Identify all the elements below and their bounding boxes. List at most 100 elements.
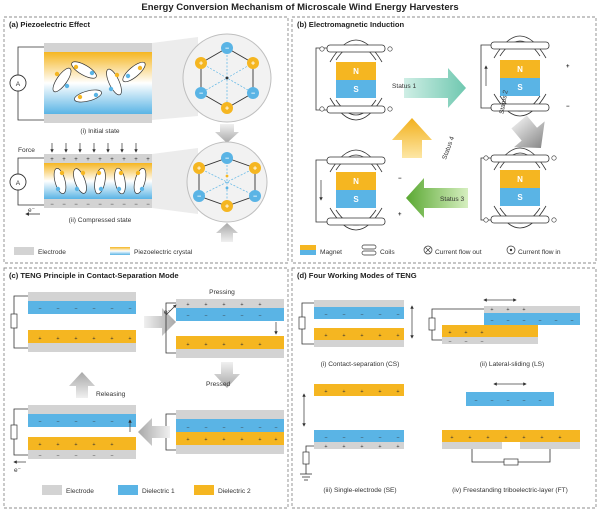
svg-text:+: + [342,444,345,450]
compressed-state-caption: (ii) Compressed state [69,217,132,224]
svg-text:−: − [128,306,131,312]
legend-electrode-c: Electrode [66,488,94,495]
initial-state-device: A (i) Initial state [9,43,152,135]
svg-text:+: + [204,342,207,348]
svg-text:+: + [540,435,543,441]
panel-d-four-modes: (d) Four Working Modes of TENG −−−−− +++… [291,267,597,509]
svg-text:−: − [396,312,399,318]
releasing-label: Releasing [96,391,126,398]
svg-text:−: − [204,425,207,431]
svg-text:−: − [522,318,525,324]
crystal-lattice-compressed: − + − + − + [152,141,268,242]
svg-text:+: + [134,157,138,163]
svg-text:+: + [197,166,201,173]
svg-text:−: − [204,313,207,319]
panel-a-border [3,16,289,264]
svg-text:+: + [396,444,399,450]
legend-dielectric-1: Dielectric 1 [142,488,175,495]
svg-text:−: − [566,104,570,110]
svg-text:−: − [258,313,261,319]
svg-text:+: + [222,342,225,348]
svg-text:−: − [199,91,203,98]
svg-text:−: − [342,312,345,318]
pressed-arrow-icon [214,362,240,388]
figure-title: Energy Conversion Mechanism of Microscal… [141,2,458,13]
panel-a-piezoelectric: (a) Piezoelectric Effect A [3,16,289,264]
svg-text:+: + [398,212,402,218]
svg-text:+: + [240,302,243,308]
svg-text:+: + [199,61,203,68]
svg-text:+: + [342,389,345,395]
svg-text:+: + [378,333,381,339]
status-2-arrow-icon [511,115,545,149]
load-resistor-icon [10,313,18,329]
svg-text:+: + [225,204,229,211]
svg-text:+: + [378,389,381,395]
svg-text:−: − [38,419,41,425]
svg-text:−: − [396,435,399,441]
svg-text:+: + [186,302,189,308]
ammeter-icon [9,74,27,92]
svg-text:+: + [128,336,131,342]
svg-text:−: − [186,425,189,431]
svg-text:+: + [204,302,207,308]
svg-text:+: + [98,157,102,163]
panel-d-border [291,267,597,509]
svg-text:−: − [324,312,327,318]
svg-text:−: − [222,313,225,319]
svg-text:+: + [480,330,483,336]
panel-c-border [3,267,289,509]
svg-text:+: + [464,330,467,336]
svg-text:−: − [448,339,451,345]
svg-text:−: − [110,453,113,459]
svg-text:−: − [480,339,483,345]
svg-text:−: − [360,312,363,318]
svg-text:−: − [240,313,243,319]
svg-text:+: + [522,435,525,441]
svg-text:−: − [506,318,509,324]
status-1-label: Status 1 [392,83,417,90]
svg-text:+: + [186,437,189,443]
north-label-3: N [517,175,523,184]
svg-text:−: − [538,398,541,404]
panel-c-teng-cs: (c) TENG Principle in Contact-Separation… [3,267,289,509]
svg-text:+: + [92,442,95,448]
svg-text:−: − [92,306,95,312]
svg-text:−: − [464,339,467,345]
svg-text:−: − [378,312,381,318]
svg-text:+: + [258,437,261,443]
svg-text:−: − [86,202,90,208]
svg-text:+: + [146,157,150,163]
south-label-2: S [517,83,523,92]
magnet-unit-3: N S [480,147,557,229]
mode-cs-caption: (i) Contact-separation (CS) [321,361,400,368]
svg-text:+: + [204,437,207,443]
svg-text:−: − [56,453,59,459]
ground-icon [300,473,312,481]
magnet-unit-4: N S −+ [315,149,402,231]
svg-text:+: + [360,444,363,450]
svg-text:+: + [225,106,229,113]
panel-b-border [291,16,597,264]
mode-se-caption: (iii) Single-electrode (SE) [323,487,396,494]
initial-state-caption: (i) Initial state [80,128,120,135]
svg-text:−: − [110,419,113,425]
pressed-label: Pressed [206,381,231,388]
svg-text:+: + [522,307,525,313]
panel-b-title: (b) Electromagnetic Induction [297,20,405,29]
status-1-arrow-icon [404,68,466,108]
releasing-up-arrow-icon [69,372,95,398]
svg-text:−: − [538,318,541,324]
electron-label: e⁻ [28,207,36,214]
crystal-lattice-initial: − + − + − + [152,33,272,123]
magnet-unit-1: N S [315,39,393,121]
svg-text:+: + [222,437,225,443]
svg-text:+: + [342,333,345,339]
south-label-4: S [353,195,359,204]
mode-freestanding: −−−−− +++++++ (iv) Freestanding triboele… [442,382,580,494]
svg-text:+: + [110,336,113,342]
svg-text:+: + [504,435,507,441]
north-label-1: N [353,67,359,76]
svg-text:−: − [490,318,493,324]
